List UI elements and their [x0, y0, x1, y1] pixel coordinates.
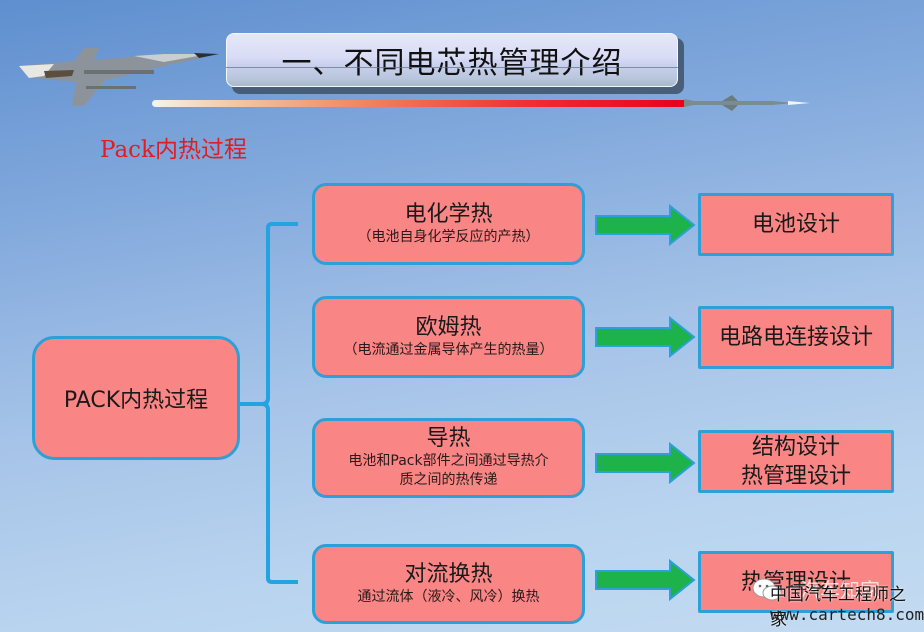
slide-title-text: 一、不同电芯热管理介绍 — [281, 46, 623, 81]
category-title: 对流换热 — [404, 561, 493, 587]
missile-image — [684, 95, 810, 111]
section-subtitle: Pack内热过程 — [100, 137, 247, 163]
result-label-line-1: 结构设计 — [751, 434, 840, 460]
category-desc: 通过流体（液冷、风冷）换热 — [357, 588, 540, 605]
result-label-line-2: 热管理设计 — [740, 463, 851, 489]
category-desc-line-2: 质之间的热传递 — [399, 472, 498, 488]
category-title: 导热 — [426, 426, 471, 451]
bracket-connector — [240, 222, 298, 584]
arrow-right-icon — [595, 315, 696, 359]
category-title: 欧姆热 — [415, 314, 482, 340]
result-node-structure-thermal: 结构设计 热管理设计 — [698, 430, 894, 493]
wechat-icon — [752, 578, 782, 601]
title-divider — [226, 67, 678, 68]
category-desc: （电流通过金属导体产生的热量） — [343, 341, 554, 358]
category-node-convection: 对流换热 通过流体（液冷、风冷）换热 — [312, 544, 585, 624]
root-label: PACK内热过程 — [63, 388, 209, 413]
watermark-ghost-text: 汽车知家 — [800, 578, 880, 602]
arrow-right-icon — [595, 203, 696, 247]
result-node-thermal-management: 热管理设计 — [698, 551, 894, 613]
arrow-right-icon — [595, 441, 696, 485]
category-node-ohmic: 欧姆热 （电流通过金属导体产生的热量） — [312, 296, 585, 378]
category-node-electrochemical: 电化学热 （电池自身化学反应的产热） — [312, 183, 585, 265]
result-label: 电路电连接设计 — [718, 325, 873, 350]
arrow-right-icon — [595, 558, 696, 602]
watermark-site-name: 中国汽车工程师之家 — [770, 585, 906, 630]
missile-trail — [152, 100, 687, 107]
result-label: 电池设计 — [751, 212, 840, 237]
category-node-conduction: 导热 电池和Pack部件之间通过导热介 质之间的热传递 — [312, 418, 585, 498]
slide-title: 一、不同电芯热管理介绍 — [226, 33, 678, 87]
category-desc: （电池自身化学反应的产热） — [357, 228, 540, 245]
category-desc-line-1: 电池和Pack部件之间通过导热介 — [348, 453, 549, 469]
root-node: PACK内热过程 — [32, 336, 240, 460]
result-node-battery-design: 电池设计 — [698, 193, 894, 256]
watermark-url: www.cartech8.com — [770, 605, 924, 624]
fighter-jet-image — [19, 48, 219, 106]
result-node-circuit-design: 电路电连接设计 — [698, 306, 894, 369]
category-title: 电化学热 — [404, 201, 493, 227]
